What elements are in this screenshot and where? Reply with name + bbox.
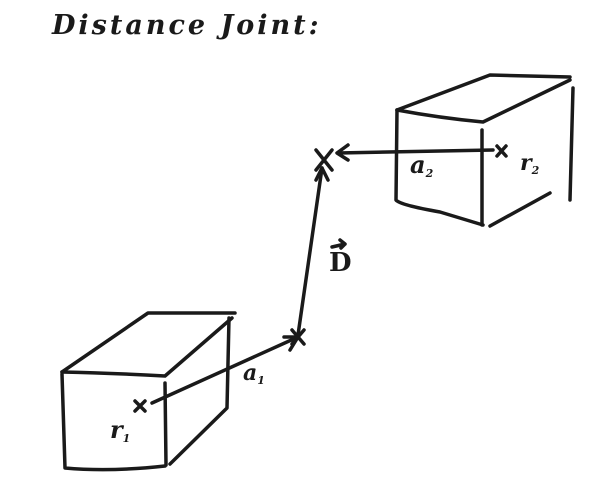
label-a2-sub: 2 (425, 167, 434, 180)
d-vector (296, 166, 330, 337)
label-r1-sub: 1 (122, 432, 131, 445)
d-arrow-icon (330, 238, 347, 250)
label-a2: a2 (410, 150, 433, 180)
label-r2-base: r (520, 150, 532, 176)
r1-mark-icon (133, 399, 147, 413)
box-2 (394, 73, 575, 228)
label-r1-base: r (110, 415, 123, 444)
a2-arrow (335, 143, 495, 162)
r2-mark-icon (495, 144, 508, 158)
label-d: D (329, 248, 352, 278)
diagram-title: Distance Joint: (52, 10, 322, 41)
anchor-point-2-icon (314, 148, 334, 172)
label-a1-sub: 1 (257, 374, 265, 387)
label-a1-base: a (243, 360, 258, 386)
label-r1: r1 (110, 415, 130, 445)
label-a2-base: a (410, 150, 426, 179)
anchor-point-1-icon (290, 328, 306, 346)
box-1 (60, 311, 237, 472)
label-r2: r2 (520, 150, 539, 177)
label-a1: a1 (243, 360, 265, 387)
label-r2-sub: 2 (531, 164, 540, 177)
